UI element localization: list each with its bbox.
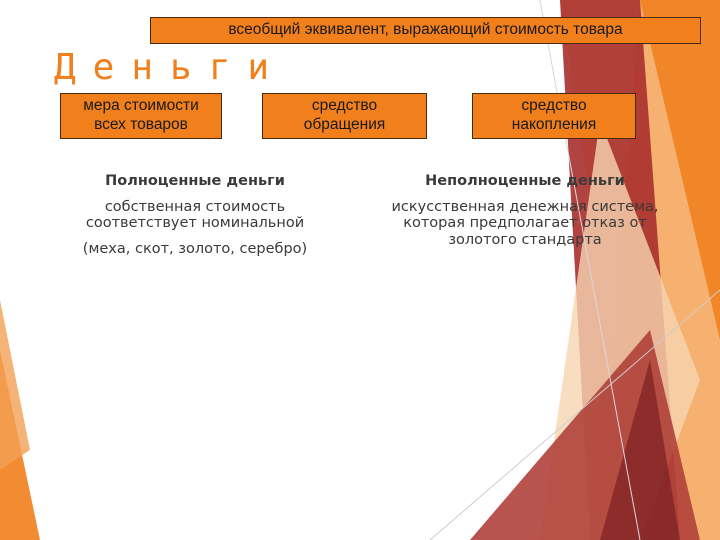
function-box-accumulation: средство накопления: [472, 93, 636, 139]
column-heading: Неполноценные деньги: [425, 173, 625, 189]
full-value-money-column: Полноценные деньги собственная стоимость…: [50, 173, 340, 267]
column-description: искусственная денежная система, которая …: [380, 199, 670, 249]
description-line: которая предполагает отказ от: [403, 215, 647, 232]
definition-box: всеобщий эквивалент, выражающий стоимост…: [150, 17, 701, 44]
right-decor-deep-red: [600, 360, 680, 540]
token-money-column: Неполноценные деньги искусственная денеж…: [380, 173, 670, 258]
function-line: накопления: [511, 116, 597, 133]
column-examples: (меха, скот, золото, серебро): [82, 241, 308, 258]
function-line: всех товаров: [94, 116, 188, 133]
description-line: золотого стандарта: [448, 232, 602, 249]
column-description: собственная стоимость соответствует номи…: [50, 199, 340, 232]
column-heading: Полноценные деньги: [105, 173, 285, 189]
function-line: мера стоимости: [83, 97, 199, 115]
definition-text: всеобщий эквивалент, выражающий стоимост…: [228, 21, 623, 39]
function-line: средство: [521, 97, 587, 115]
left-decor-arrow: [0, 300, 30, 470]
function-line: обращения: [303, 116, 386, 133]
function-box-circulation: средство обращения: [262, 93, 427, 139]
function-line: средство: [311, 97, 378, 115]
decor-line: [429, 289, 720, 540]
description-line: соответствует номинальной: [85, 215, 305, 232]
decor-line: [539, 0, 641, 540]
description-line: собственная стоимость: [104, 198, 286, 215]
description-line: искусственная денежная система,: [391, 198, 659, 215]
function-box-measure: мера стоимости всех товаров: [60, 93, 222, 139]
slide-title: Деньги: [54, 47, 287, 88]
